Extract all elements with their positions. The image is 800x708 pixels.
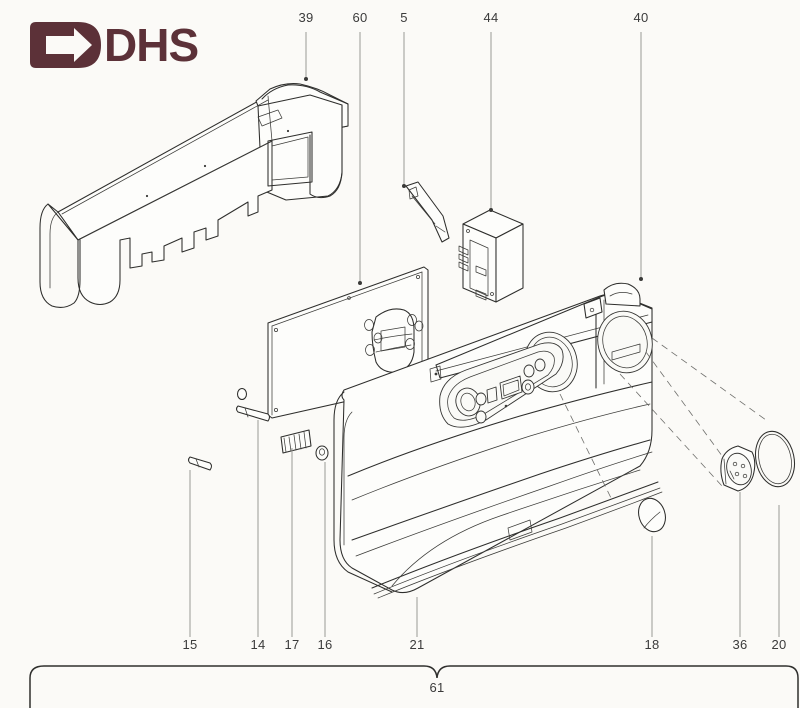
button-round-4[interactable] (534, 358, 546, 372)
callout-label-44: 44 (483, 10, 498, 25)
callout-44: 44 (483, 10, 498, 212)
callout-label-5: 5 (400, 10, 408, 25)
part-21-main-housing-body (333, 282, 663, 599)
callout-14: 14 (250, 420, 265, 652)
callout-label-18: 18 (644, 637, 659, 652)
button-round-2[interactable] (475, 410, 487, 424)
callout-label-60: 60 (352, 10, 367, 25)
control-panel (439, 342, 564, 428)
callouts-bottom: 15 14 17 16 21 18 (182, 420, 786, 652)
brand-logo: DHS (30, 19, 199, 71)
part-39-rear-panel-bracket (39, 83, 349, 308)
callout-label-21: 21 (409, 637, 424, 652)
callout-5: 5 (400, 10, 408, 188)
part-16-grommet-washer (315, 445, 329, 461)
arrow-in-rounded-square-icon (30, 22, 101, 68)
callout-39: 39 (298, 10, 313, 81)
callout-label-15: 15 (182, 637, 197, 652)
washer-detail-icon (236, 387, 248, 401)
part-17-coil-spring (280, 429, 312, 454)
callout-label-17: 17 (284, 637, 299, 652)
button-rect[interactable] (486, 386, 498, 404)
callout-21: 21 (409, 597, 424, 652)
callout-label-16: 16 (317, 637, 332, 652)
display-screen (499, 375, 523, 400)
callout-18: 18 (644, 536, 659, 652)
part-44-control-transformer-box (458, 209, 524, 303)
callout-40: 40 (633, 10, 648, 281)
callout-15: 15 (182, 470, 197, 652)
button-round-1[interactable] (475, 392, 487, 406)
part-5-bent-rod-handle (405, 181, 450, 243)
button-round-3[interactable] (523, 364, 535, 378)
callout-36: 36 (732, 492, 747, 652)
assembly-brace: 61 (29, 665, 799, 708)
part-18-oval-cap-plug (638, 497, 666, 533)
button-round-5[interactable] (521, 379, 535, 395)
callout-label-14: 14 (250, 637, 265, 652)
callout-17: 17 (284, 448, 299, 652)
callout-label-40: 40 (633, 10, 648, 25)
callout-20: 20 (771, 505, 786, 652)
brand-name: DHS (104, 19, 198, 71)
part-36-fan-motor-cylinder (720, 445, 756, 492)
callout-label-39: 39 (298, 10, 313, 25)
callout-label-36: 36 (732, 637, 747, 652)
burner-opening-right (597, 310, 653, 374)
callouts-top: 39 60 5 44 40 (298, 10, 648, 285)
assembly-guide-lines (559, 337, 767, 501)
part-15-dowel-pin-short (187, 456, 213, 471)
callout-label-20: 20 (771, 637, 786, 652)
callout-16: 16 (317, 462, 332, 652)
part-20-ring-gasket (754, 430, 796, 488)
assembly-brace-label: 61 (429, 680, 444, 695)
part-40-top-latch-clip (583, 282, 641, 319)
part-14-dowel-pin-long (235, 405, 271, 422)
control-knob-main[interactable] (453, 385, 484, 419)
callout-60: 60 (352, 10, 367, 285)
